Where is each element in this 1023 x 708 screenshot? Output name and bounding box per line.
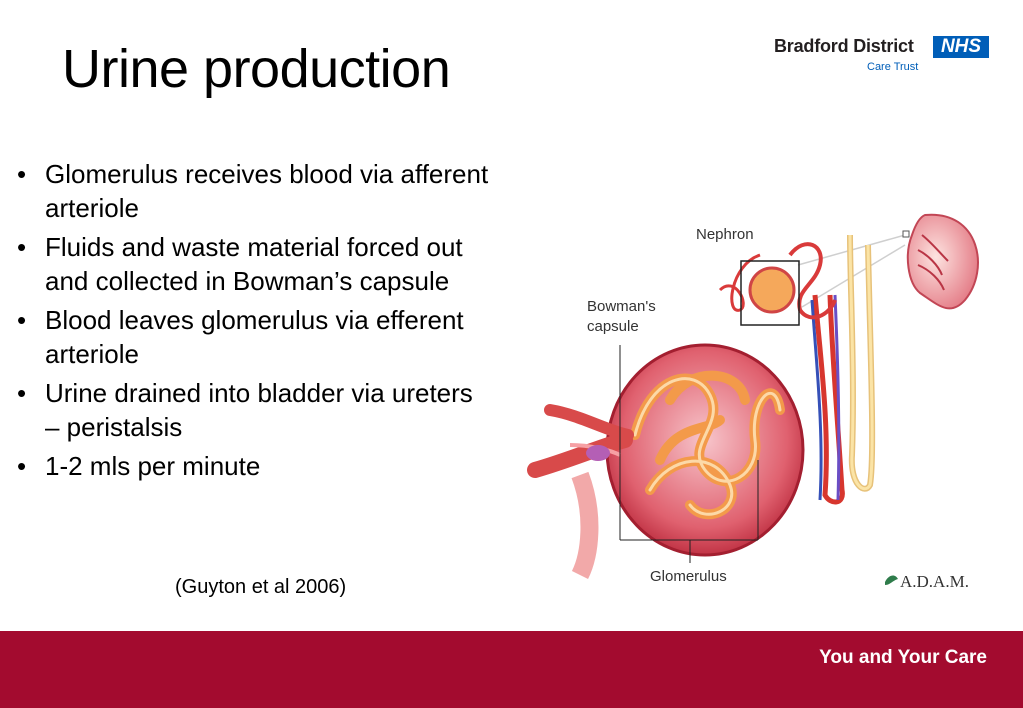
bullet-item: Glomerulus receives blood via afferent a…: [12, 157, 492, 225]
nephron-diagram: Nephron Bowman's capsule Glomerulus A.D.…: [527, 213, 979, 591]
bowmans-label: Bowman's: [587, 298, 656, 315]
nephron-label: Nephron: [696, 226, 754, 243]
citation: (Guyton et al 2006): [175, 576, 347, 598]
bullet-list: Glomerulus receives blood via afferent a…: [12, 157, 492, 488]
bullet-item: Fluids and waste material forced out and…: [12, 230, 492, 298]
logo-org-name: Bradford District: [774, 36, 914, 56]
capsule-label: capsule: [587, 318, 639, 335]
bullet-item: Blood leaves glomerulus via efferent art…: [12, 303, 492, 371]
footer-bar: You and Your Care: [0, 631, 1023, 708]
nephron-illustration: [718, 234, 876, 505]
logo-subtitle: Care Trust: [867, 61, 919, 73]
glomerulus-illustration: [527, 343, 805, 580]
nhs-badge: NHS: [933, 36, 989, 58]
footer-tagline: You and Your Care: [819, 647, 987, 668]
glomerulus-label: Glomerulus: [650, 568, 727, 585]
nhs-logo: Bradford District NHS Care Trust: [774, 36, 989, 78]
adam-credit: A.D.A.M.: [900, 572, 969, 591]
bullet-item: Urine drained into bladder via ureters –…: [12, 376, 492, 444]
adam-logo-icon: A.D.A.M.: [885, 572, 969, 591]
bullet-item: 1-2 mls per minute: [12, 449, 492, 483]
slide-title: Urine production: [62, 39, 451, 99]
kidney-illustration: [906, 213, 979, 310]
